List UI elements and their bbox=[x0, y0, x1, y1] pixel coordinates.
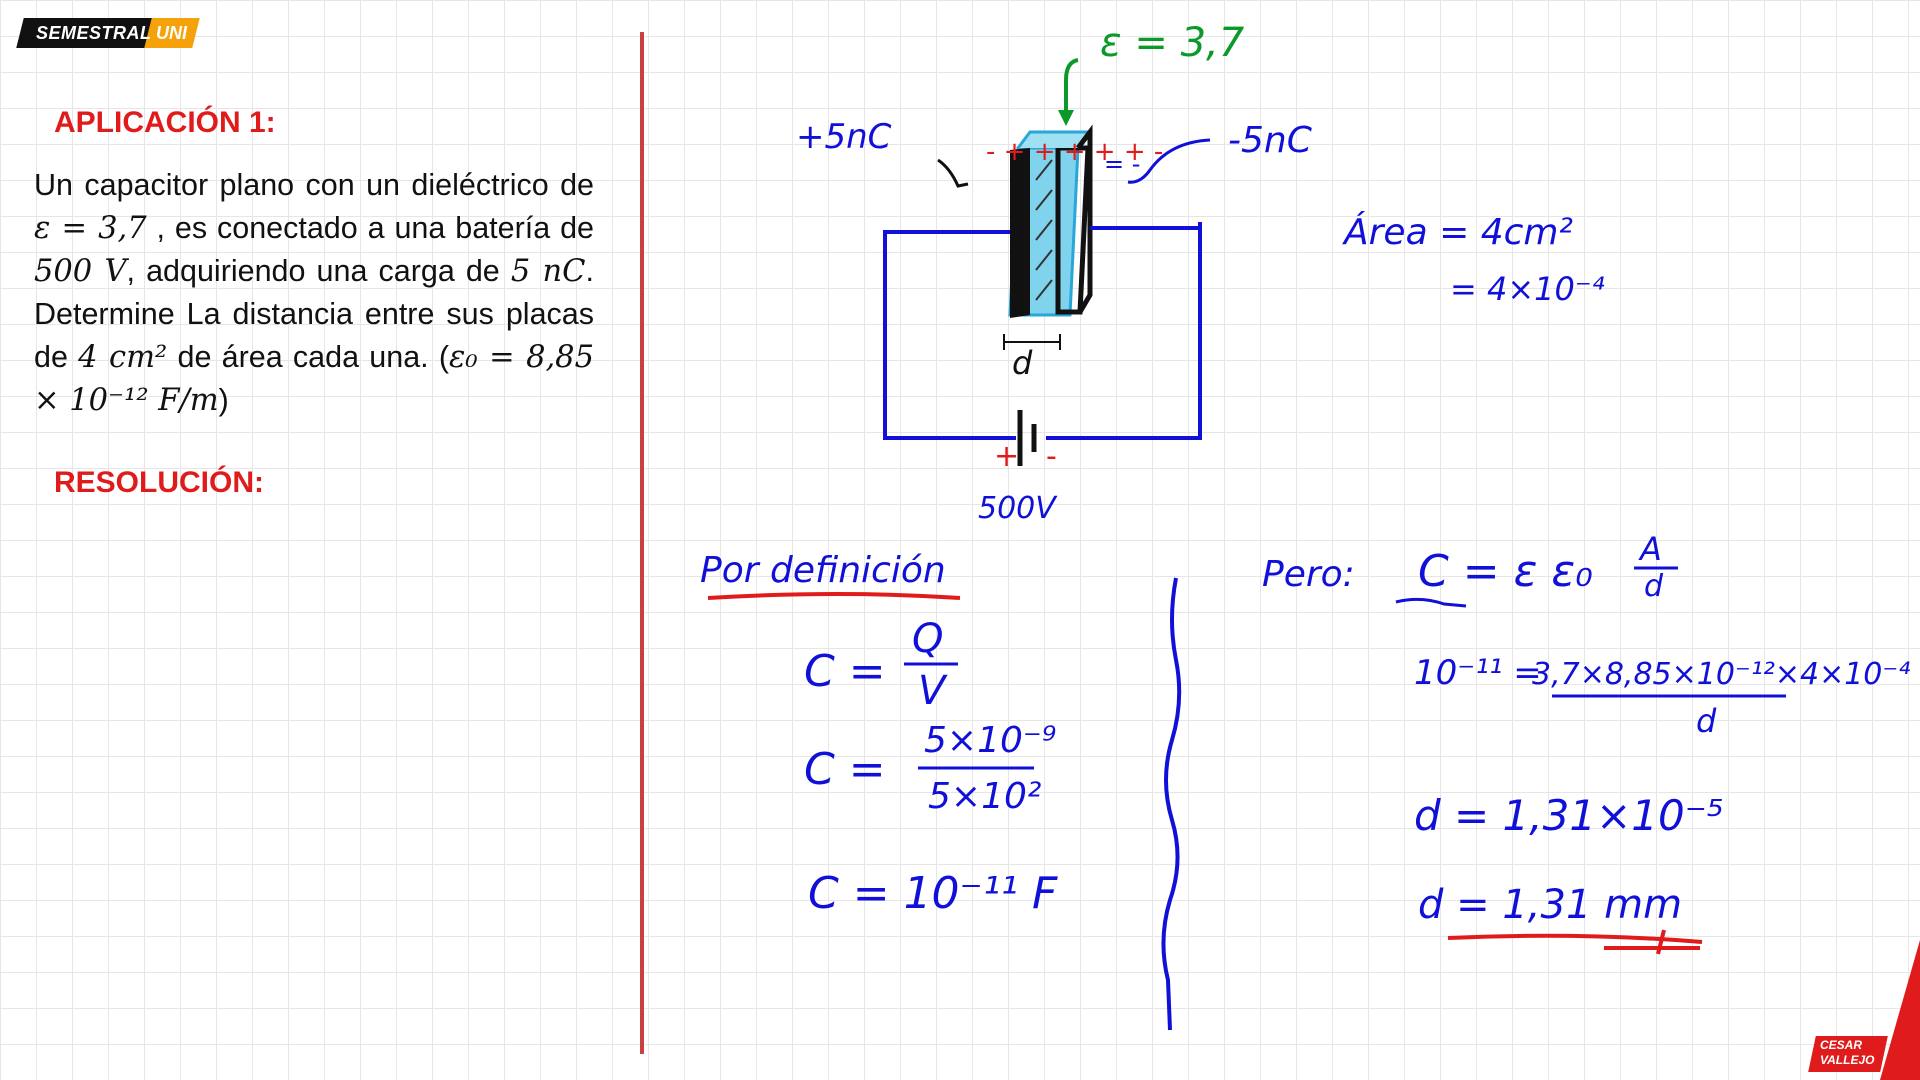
logo-text-uni: UNI bbox=[156, 23, 187, 43]
plate-minus-marks: = - bbox=[1104, 150, 1140, 178]
problem-text-3: , adquiriendo una carga de bbox=[126, 254, 500, 288]
eq2-denominator: 5×10² bbox=[928, 776, 1041, 817]
logo-text-semestral: SEMESTRAL bbox=[36, 23, 152, 43]
epsilon-value: ε = 3,7 bbox=[34, 211, 147, 246]
plate-plus-marks: - + + + + + - bbox=[986, 137, 1163, 167]
circuit-wire-left bbox=[883, 230, 1016, 440]
problem-text-2: , es conectado a una batería de bbox=[156, 211, 594, 245]
distance-marker bbox=[1003, 334, 1061, 350]
substitution-denominator: d bbox=[1696, 702, 1717, 740]
application-heading: APLICACIÓN 1: bbox=[54, 106, 276, 139]
epsilon0-value: ε₀ = 8,85 × 10⁻¹² F/m bbox=[34, 340, 594, 418]
definition-underline bbox=[707, 592, 961, 600]
pero-label: Pero: bbox=[1262, 554, 1355, 595]
problem-statement: Un capacitor plano con un dieléctrico de… bbox=[34, 164, 594, 422]
resolution-heading: RESOLUCIÓN: bbox=[54, 466, 264, 499]
capacitor bbox=[1008, 124, 1093, 318]
eq1-lhs: C = bbox=[804, 646, 886, 697]
formula-denominator: d bbox=[1644, 569, 1664, 604]
circuit-wire-right bbox=[1046, 226, 1202, 440]
positive-plate-pointer bbox=[937, 158, 969, 188]
result-underline bbox=[1447, 929, 1703, 955]
brand-line-1: CESAR bbox=[1820, 1038, 1863, 1052]
diagram-positive-charge: +5nC bbox=[796, 117, 892, 157]
eq1-numerator: Q bbox=[912, 616, 943, 662]
distance-label: d bbox=[1012, 344, 1033, 382]
substitution-lhs: 10⁻¹¹ = bbox=[1414, 653, 1542, 693]
result-final: d = 1,31 mm bbox=[1418, 882, 1682, 928]
epsilon-arrow-head bbox=[1058, 110, 1074, 126]
area-line-1: Área = 4cm² bbox=[1342, 211, 1573, 253]
battery-plus: + bbox=[994, 439, 1019, 474]
formula-numerator: A bbox=[1638, 530, 1662, 568]
battery bbox=[1017, 410, 1037, 466]
substitution-numerator: 3,7×8,85×10⁻¹²×4×10⁻⁴ bbox=[1532, 657, 1910, 692]
voltage-label: 500V bbox=[978, 491, 1058, 526]
result-scientific: d = 1,31×10⁻⁵ bbox=[1414, 791, 1724, 840]
area-value: 4 cm² bbox=[78, 340, 168, 375]
definition-title: Por definición bbox=[700, 550, 946, 591]
semestral-uni-logo: SEMESTRAL UNI bbox=[16, 18, 200, 48]
diagram-negative-charge: -5nC bbox=[1228, 120, 1313, 161]
diagram-epsilon-label: ε = 3,7 bbox=[1100, 20, 1245, 66]
eq2-lhs: C = bbox=[804, 744, 886, 795]
formula-lhs: C = ε ε₀ bbox=[1418, 546, 1593, 597]
problem-text-6: ) bbox=[218, 383, 229, 417]
problem-text-4: . Determine La distancia entre sus placa… bbox=[34, 254, 594, 374]
battery-minus: - bbox=[1046, 439, 1057, 474]
eq2-numerator: 5×10⁻⁹ bbox=[924, 720, 1056, 761]
work-separator bbox=[1161, 577, 1182, 1031]
brand-line-2: VALLEJO bbox=[1820, 1053, 1875, 1067]
eq1-denominator: V bbox=[918, 668, 948, 714]
epsilon-arrow bbox=[1064, 58, 1079, 122]
charge-value: 5 nC bbox=[510, 254, 586, 289]
problem-text-1: Un capacitor plano con un dieléctrico de bbox=[34, 168, 594, 202]
page-divider bbox=[640, 32, 644, 1054]
problem-text-5: de área cada una. ( bbox=[177, 340, 450, 374]
negative-plate-pointer bbox=[1127, 138, 1211, 184]
eq3-result: C = 10⁻¹¹ F bbox=[808, 868, 1058, 919]
area-line-2: = 4×10⁻⁴ bbox=[1450, 270, 1605, 308]
corner-accent bbox=[1880, 940, 1920, 1080]
voltage-value: 500 V bbox=[34, 254, 127, 289]
